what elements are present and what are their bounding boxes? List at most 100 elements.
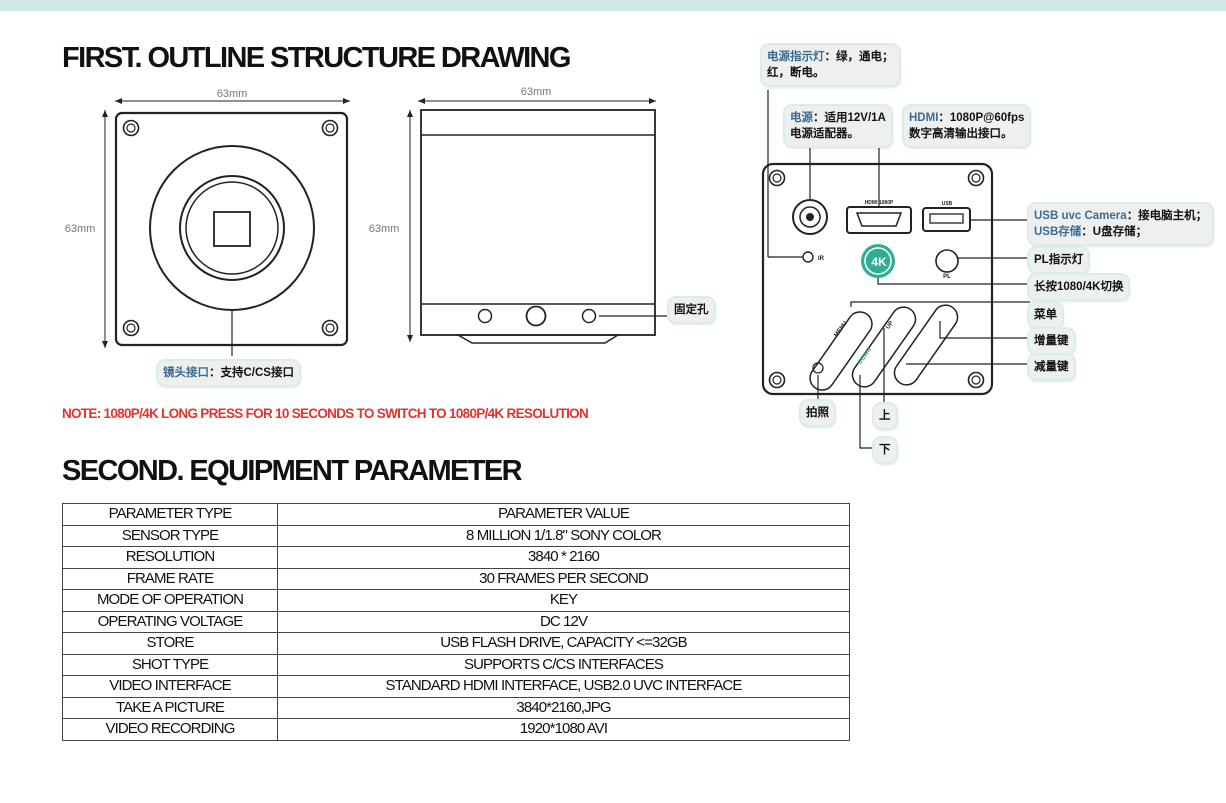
front-view (102, 98, 350, 356)
param-value: USB FLASH DRIVE, CAPACITY <=32GB (277, 632, 850, 655)
pl-label: PL (943, 274, 951, 280)
hdmi-port (846, 148, 912, 234)
param-type: STORE (62, 632, 278, 655)
param-type: VIDEO RECORDING (62, 718, 278, 741)
decrease-callout: 减量键 (1029, 355, 1074, 379)
up-key-label: UP (885, 320, 895, 330)
usb-label1: USB uvc Camera (1034, 210, 1127, 222)
ir-indicator (767, 90, 814, 263)
param-value: 3840*2160,JPG (277, 696, 850, 719)
photo-callout-label: 拍照 (806, 407, 829, 419)
photo-key-icon (812, 362, 824, 374)
4k-switch-button: 4K (861, 244, 895, 278)
param-type: MODE OF OPERATION (62, 589, 278, 612)
fixing-hole-label: 固定孔 (674, 304, 709, 316)
table-header-type: PARAMETER TYPE (62, 503, 278, 526)
pl-indicator (935, 249, 1030, 273)
table-header-value: PARAMETER VALUE (277, 503, 850, 526)
param-type: VIDEO INTERFACE (62, 675, 278, 698)
param-value: SUPPORTS C/CS INTERFACES (277, 653, 850, 676)
resolution-switch-note: NOTE: 1080P/4K LONG PRESS FOR 10 SECONDS… (62, 406, 589, 421)
power-line2: 电源适配器。 (790, 128, 859, 140)
usb-callout: USB uvc Camera：接电脑主机； USB存储：U盘存储； (1029, 204, 1213, 244)
increase-callout: 增量键 (1029, 329, 1074, 353)
usb-label2: USB存储 (1034, 226, 1082, 238)
increase-callout-label: 增量键 (1034, 335, 1069, 347)
side-height-dim: 63mm (369, 223, 400, 235)
param-value: DC 12V (277, 610, 850, 633)
power-label: 电源 (790, 112, 813, 124)
side-view (407, 98, 668, 344)
down-callout: 下 (874, 438, 896, 462)
menu-callout-label: 菜单 (1034, 309, 1057, 321)
rear-panel (761, 90, 1030, 449)
up-callout: 上 (874, 404, 896, 428)
switch-callout-label: 长按1080/4K切换 (1034, 281, 1124, 293)
param-value: STANDARD HDMI INTERFACE, USB2.0 UVC INTE… (277, 675, 850, 698)
param-value: 1920*1080 AVI (277, 718, 850, 741)
menu-callout: 菜单 (1029, 303, 1062, 327)
power-jack (792, 148, 828, 235)
menu-key-label: MENU (834, 320, 849, 338)
up-callout-label: 上 (879, 410, 891, 422)
pl-indicator-callout: PL指示灯 (1029, 248, 1089, 272)
keys (809, 304, 959, 391)
usb-text1: ：接电脑主机； (1126, 210, 1208, 222)
side-width-dim: 63mm (521, 86, 552, 98)
power-indicator-line2: 红，断电。 (767, 67, 825, 79)
hdmi-callout: HDMI：1080P@60fps 数字高清输出接口。 (904, 106, 1030, 146)
param-type: SENSOR TYPE (62, 524, 278, 547)
usb-port (922, 207, 1030, 232)
lens-interface-callout: 镜头接口：支持C/CS接口 (158, 361, 299, 385)
param-type: OPERATING VOLTAGE (62, 610, 278, 633)
lens-interface-text: ：支持C/CS接口 (209, 367, 294, 379)
param-type: TAKE A PICTURE (62, 696, 278, 719)
section-heading-parameters: SECOND. EQUIPMENT PARAMETER (62, 455, 523, 487)
decrease-callout-label: 减量键 (1034, 361, 1069, 373)
hdmi-label: HDMI (909, 112, 939, 124)
power-indicator-callout: 电源指示灯：绿，通电； 红，断电。 (762, 45, 899, 85)
hdmi-line1: ：1080P@60fps (938, 112, 1025, 124)
param-value: KEY (277, 589, 850, 612)
param-type: FRAME RATE (62, 567, 278, 590)
power-callout: 电源：适用12V/1A 电源适配器。 (785, 106, 891, 146)
top-accent-bar (0, 0, 1226, 11)
param-value: 30 FRAMES PER SECOND (277, 567, 850, 590)
lens-interface-label: 镜头接口 (163, 367, 209, 379)
hdmi-line2: 数字高清输出接口。 (909, 128, 1013, 140)
param-value: 8 MILLION 1/1.8" SONY COLOR (277, 524, 850, 547)
photo-callout: 拍照 (801, 401, 834, 425)
front-height-dim: 63mm (65, 223, 96, 235)
fixing-hole-callout: 固定孔 (669, 298, 714, 322)
param-type: RESOLUTION (62, 546, 278, 569)
section-heading-outline: FIRST. OUTLINE STRUCTURE DRAWING (62, 42, 571, 74)
power-indicator-label: 电源指示灯 (767, 51, 825, 63)
ir-label: IR (818, 256, 825, 262)
down-key-label: DOWN (857, 347, 873, 366)
param-value: 3840 * 2160 (277, 546, 850, 569)
usb-text2: ：U盘存储； (1081, 226, 1148, 238)
pl-indicator-callout-label: PL指示灯 (1034, 254, 1084, 266)
4k-badge-label: 4K (871, 255, 887, 269)
power-line1: ：适用12V/1A (813, 112, 886, 124)
down-callout-label: 下 (879, 444, 891, 456)
front-width-dim: 63mm (217, 88, 248, 100)
hdmi-port-label: HDMI 1080P (865, 200, 894, 206)
usb-port-label: USB (942, 201, 953, 207)
power-indicator-line1: ：绿，通电； (824, 51, 894, 63)
param-type: SHOT TYPE (62, 653, 278, 676)
table-header-row: PARAMETER TYPE PARAMETER VALUE (62, 503, 850, 526)
parameter-table: PARAMETER TYPE PARAMETER VALUE SENSOR TY… (62, 503, 850, 741)
switch-callout: 长按1080/4K切换 (1029, 275, 1129, 299)
